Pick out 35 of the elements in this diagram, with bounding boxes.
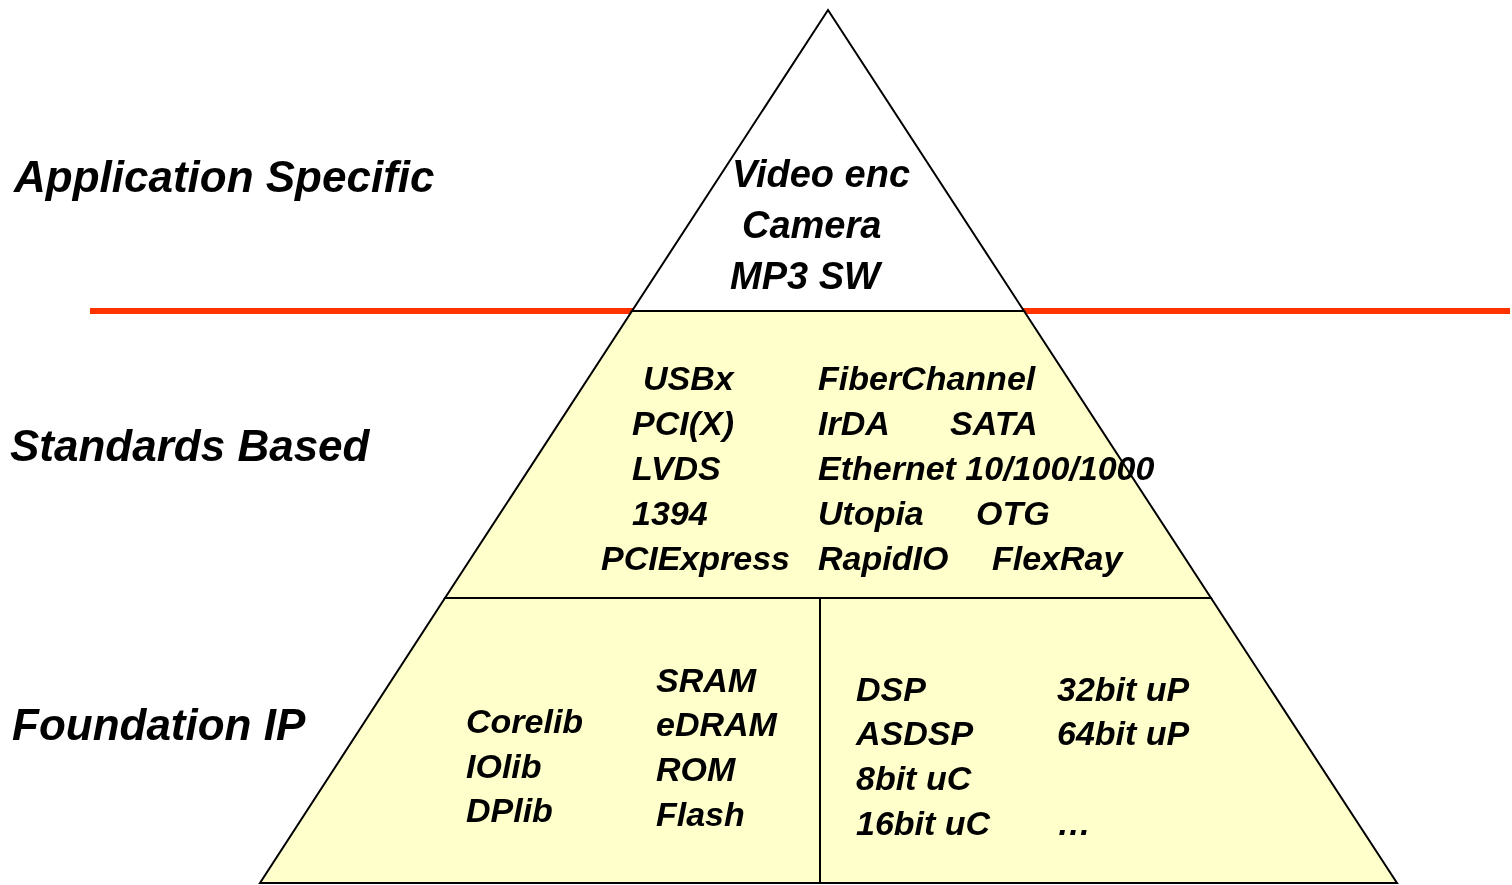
ip-name: 8bit uC	[856, 757, 972, 799]
ip-name: PCIExpress	[601, 537, 790, 579]
tier-label: Application Specific	[14, 150, 435, 203]
ip-name: …	[1057, 802, 1091, 844]
ip-name: USBx	[643, 357, 734, 399]
ip-name: SATA	[950, 402, 1038, 444]
ip-name: OTG	[976, 492, 1050, 534]
pyramid-tier	[820, 598, 1397, 883]
ip-name: FlexRay	[992, 537, 1123, 579]
ip-name: ROM	[656, 748, 736, 790]
ip-name: 1394	[632, 492, 708, 534]
ip-name: LVDS	[632, 447, 721, 489]
ip-name: eDRAM	[656, 703, 777, 745]
tier-label: Foundation IP	[12, 698, 306, 751]
ip-name: Utopia	[818, 492, 924, 534]
pyramid-tier	[260, 598, 820, 883]
tier-label: Standards Based	[10, 419, 370, 472]
ip-name: DPlib	[466, 789, 553, 831]
ip-name: IrDA	[818, 402, 890, 444]
ip-name: DSP	[856, 668, 926, 710]
ip-name: 32bit uP	[1057, 668, 1190, 710]
ip-name: Flash	[656, 793, 745, 835]
ip-name: RapidIO	[818, 537, 949, 579]
ip-name: ASDSP	[856, 712, 974, 754]
ip-name: Video enc	[732, 152, 911, 198]
ip-name: IOlib	[466, 745, 542, 787]
pyramid-tier	[445, 311, 1211, 598]
ip-name: 16bit uC	[856, 802, 991, 844]
ip-name: Camera	[742, 203, 882, 249]
ip-name: FiberChannel	[818, 357, 1036, 399]
ip-name: PCI(X)	[632, 402, 734, 444]
ip-name: Corelib	[466, 700, 584, 742]
pyramid-tier	[632, 10, 1024, 311]
ip-name: SRAM	[656, 659, 757, 701]
ip-name: 64bit uP	[1057, 712, 1190, 754]
